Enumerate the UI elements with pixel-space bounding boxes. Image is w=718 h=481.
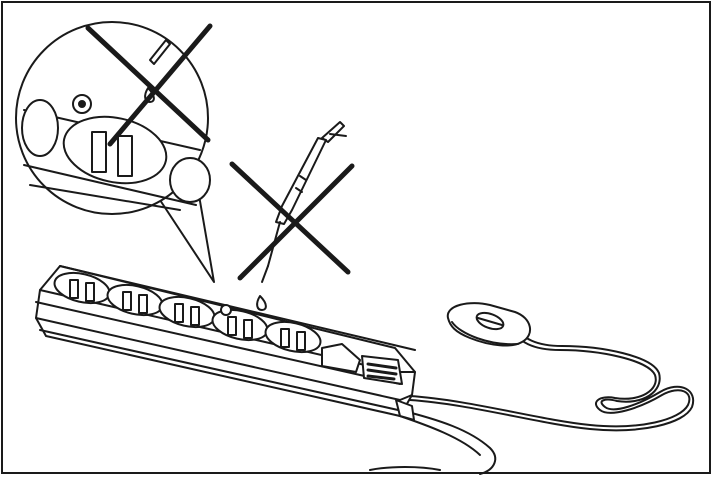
- indicator-light: [321, 343, 361, 373]
- power-strip: [35, 265, 416, 421]
- cross-out-icon-middle: [229, 161, 355, 281]
- closeup-socket-right: [169, 157, 211, 203]
- cross-out-icon-top: [85, 23, 213, 147]
- remote-cable: [409, 330, 695, 432]
- remote-switch: [446, 302, 531, 347]
- usb-panel: [361, 355, 403, 385]
- power-cord-bottom: [369, 466, 441, 471]
- earth-pin: [220, 304, 232, 316]
- power-cord: [399, 409, 497, 475]
- socket-row: [53, 271, 322, 354]
- closeup-socket: [62, 115, 168, 185]
- closeup-socket-left: [21, 99, 59, 157]
- magnified-callout: [15, 21, 215, 283]
- socket: [264, 320, 322, 354]
- closeup-needle: [149, 39, 171, 65]
- liquid-drop-icon: [256, 295, 267, 311]
- cord-strain-relief: [395, 399, 415, 421]
